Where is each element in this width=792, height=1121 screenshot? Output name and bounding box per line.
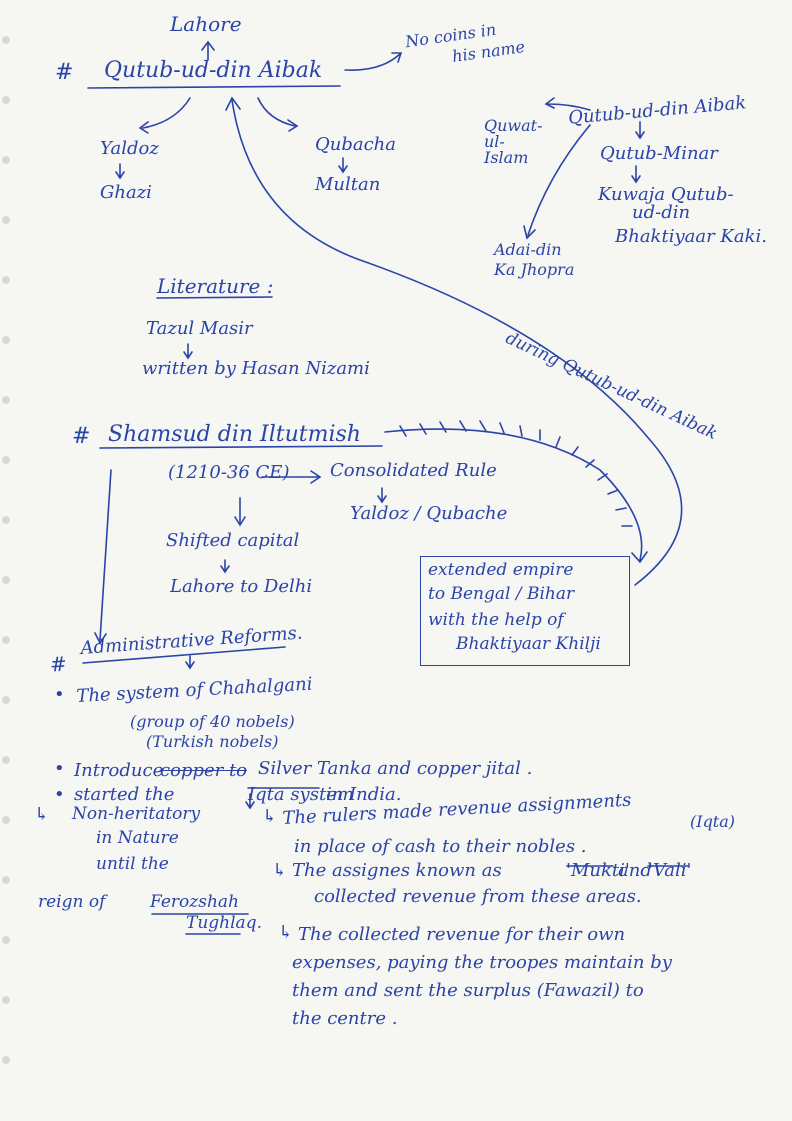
arrow-qubacha-multan <box>338 157 348 174</box>
extended-line2: to Bengal / Bihar <box>428 584 575 604</box>
extended-line3: with the help of <box>428 610 564 630</box>
arrow-yaldoz <box>138 97 191 134</box>
arrow-builder-quwat <box>544 97 591 111</box>
side-arrow: ↳ <box>34 804 50 825</box>
currency-intro: Introduce <box>74 760 164 781</box>
currency-rest: Silver Tanka and copper jital . <box>258 758 533 779</box>
chahalgani-line2: (group of 40 nobels) <box>130 712 295 731</box>
sub3-arrow: ↳ <box>278 922 294 943</box>
arrow-builder-adai <box>523 124 591 240</box>
hatch-marks <box>399 420 633 527</box>
iqta-end: in India. <box>326 784 402 805</box>
sub2-line1: The assignes known as <box>292 860 502 881</box>
arrow-qubacha <box>257 97 299 132</box>
side-line4: reign of <box>38 892 106 912</box>
quwat-line1: Quwat- <box>484 116 543 135</box>
section-hash-reforms: # <box>49 651 68 677</box>
arrow-consolidated <box>261 470 322 484</box>
yaldoz-label: Yaldoz <box>100 138 159 159</box>
side-line5: Ferozshah <box>150 892 240 912</box>
binding-holes <box>2 36 10 1064</box>
arrow-reforms-down <box>185 655 195 670</box>
sub2-vali: 'Vali' <box>648 860 692 881</box>
aibak-title: Qutub-ud-din Aibak <box>104 58 323 83</box>
qubacha-label: Qubacha <box>315 134 397 155</box>
kuwaja-line1: Kuwaja Qutub- <box>598 184 734 205</box>
iqta-start: started the <box>74 784 175 805</box>
adai-line1: Adai-din <box>494 240 562 259</box>
arrow-lahore-delhi <box>220 559 230 574</box>
title-underline <box>87 85 341 89</box>
literature-work: Tazul Masir <box>146 318 253 339</box>
ghazi-label: Ghazi <box>100 182 152 203</box>
sub2-arrow: ↳ <box>272 860 288 881</box>
sub3-line2: expenses, paying the troopes maintain by <box>292 952 672 973</box>
curve-hatched-arc <box>384 428 648 564</box>
iltutmish-underline <box>99 445 383 449</box>
side-line1: Non-heritatory <box>72 804 201 824</box>
section-hash-aibak: # <box>55 60 74 85</box>
line-to-reforms <box>94 469 112 645</box>
arrow-minar-kuwaja <box>631 165 641 184</box>
bullet-3-dot: • <box>54 784 65 805</box>
kuwaja-line2: ud-din <box>632 202 691 223</box>
sub2-and: and <box>618 860 652 881</box>
arrow-iqta-side <box>245 793 255 810</box>
shifted-line1: Shifted capital <box>166 530 300 551</box>
sub1-line2: in place of cash to their nobles . <box>294 836 587 857</box>
shifted-line2: Lahore to Delhi <box>170 576 313 597</box>
sub3-line3: them and sent the surplus (Fawazil) to <box>292 980 644 1001</box>
literature-heading: Literature : <box>157 274 274 298</box>
rivals-label: Yaldoz / Qubache <box>350 503 508 524</box>
sub2-mukti: 'Mukti' <box>566 860 630 881</box>
quwat-line3: Islam <box>484 148 529 167</box>
iltutmish-years: (1210-36 CE) <box>168 462 290 483</box>
bullet-1-dot: • <box>54 684 65 705</box>
reforms-underline <box>82 646 286 664</box>
bullet-2-dot: • <box>54 758 65 779</box>
side-line6: Tughlaq. <box>186 913 262 933</box>
arrow-consolidated-rivals <box>377 487 387 504</box>
literature-underline <box>156 296 273 299</box>
side-line3: until the <box>96 854 169 874</box>
sub3-line4: the centre . <box>292 1008 398 1029</box>
arrow-up-lahore <box>201 40 215 61</box>
extended-line1: extended empire <box>428 560 574 580</box>
arrow-yaldoz-ghazi <box>115 163 125 180</box>
qutub-minar-label: Qutub-Minar <box>600 143 718 164</box>
quwat-line2: ul- <box>484 132 505 151</box>
arrow-shifted <box>234 497 246 527</box>
extended-line4: Bhaktiyaar Khilji <box>456 634 601 654</box>
section-hash-iltutmish: # <box>72 424 91 449</box>
curve-during-aibak <box>225 96 683 586</box>
currency-struck: copper to <box>160 760 248 781</box>
sub2-line2: collected revenue from these areas. <box>314 886 642 907</box>
side-line2: in Nature <box>96 828 179 848</box>
consolidated-rule: Consolidated Rule <box>330 460 497 481</box>
lahore-label: Lahore <box>170 12 242 36</box>
arrow-no-coins <box>344 52 403 71</box>
multan-label: Multan <box>315 174 381 195</box>
arrow-builder-minar <box>635 121 645 140</box>
iltutmish-title: Shamsud din Iltutmish <box>108 422 361 447</box>
literature-author: written by Hasan Nizami <box>142 358 370 379</box>
arrow-tazul-author <box>183 343 193 360</box>
sub1-iqta: (Iqta) <box>690 812 736 831</box>
sub1-arrow: ↳ <box>262 806 278 827</box>
extended-empire-box <box>420 556 630 666</box>
chahalgani-line3: (Turkish nobels) <box>146 732 279 751</box>
kuwaja-line3: Bhaktiyaar Kaki. <box>615 226 767 247</box>
ferozshah-underline <box>151 913 249 935</box>
sub3-line1: The collected revenue for their own <box>298 924 626 945</box>
adai-line2: Ka Jhopra <box>494 260 575 279</box>
iqta-system: Iqta system <box>248 784 354 805</box>
